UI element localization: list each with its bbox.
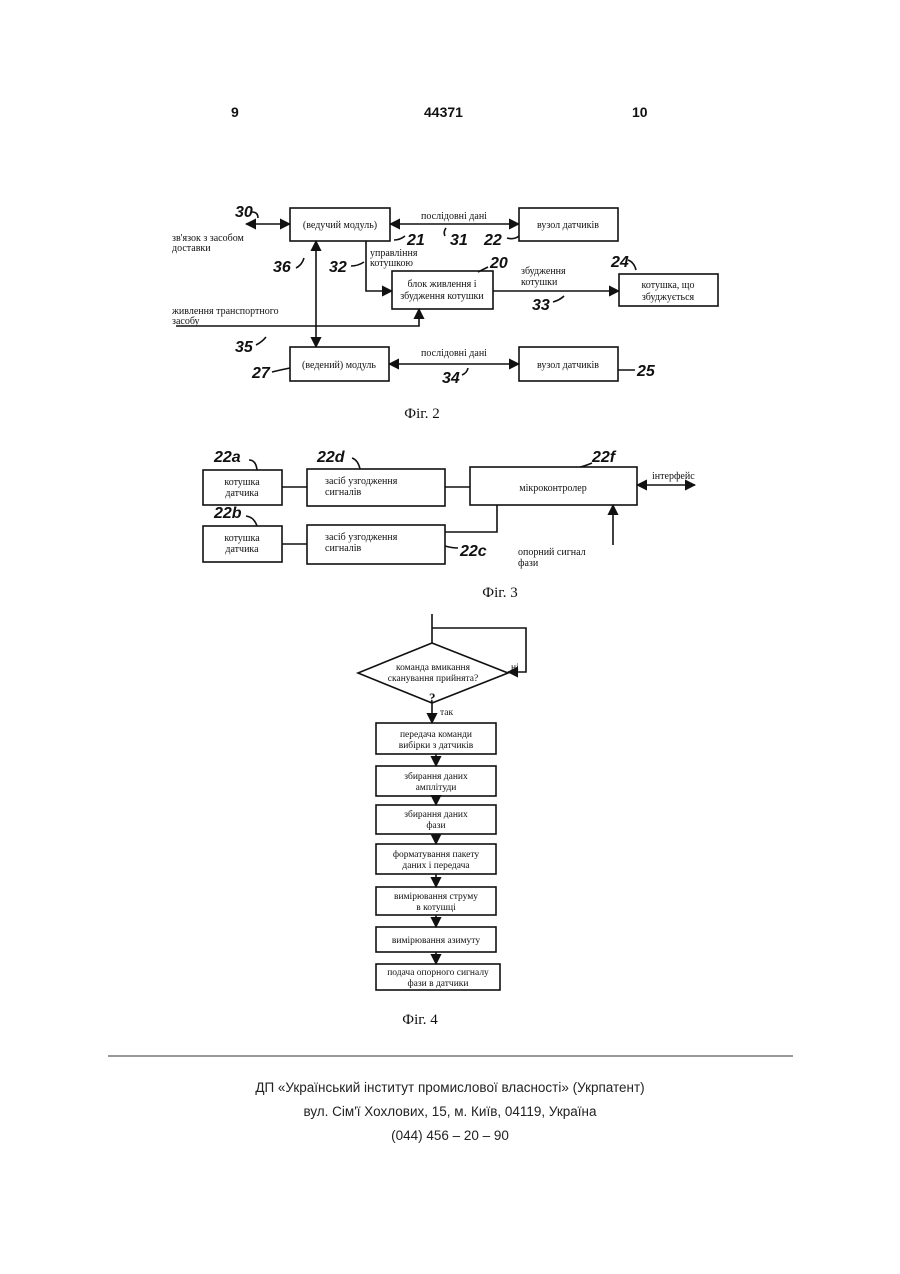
fig3-ref-22f: 22f	[591, 449, 617, 466]
fig2-ref-21: 21	[406, 232, 425, 249]
fig3-leader-22c	[445, 546, 458, 548]
fig2-leader-21	[394, 236, 405, 240]
fig2-coil-label-1: котушка, що	[641, 280, 694, 291]
fig4-step-7-label-1: подача опорного сигналу	[387, 968, 489, 978]
fig4-step-3-label-2: фази	[426, 820, 445, 831]
fig3-phase-ref-label-2: фази	[518, 558, 539, 569]
fig2-ref-24: 24	[610, 254, 629, 271]
fig2-leader-33	[553, 296, 564, 302]
fig3-conditioner-b-label-1: засіб узгодження	[325, 532, 398, 543]
fig2-excite-label-2: котушки	[521, 277, 558, 288]
fig2-ref-34: 34	[442, 370, 460, 387]
fig2-leader-32	[351, 262, 364, 266]
fig2-sensor-node-top-label: вузол датчиків	[537, 220, 599, 231]
fig3-coil-a-label-1: котушка	[224, 477, 260, 488]
fig2-leader-31	[444, 228, 446, 236]
fig2-leader-30	[252, 212, 258, 218]
fig2-coil-ctrl-label-2: котушкою	[370, 258, 414, 269]
fig4-step-7-label-2: фази в датчики	[408, 978, 469, 989]
fig2-slave-module-label: (ведений) модуль	[302, 360, 376, 371]
fig4-step-4-label-1: форматування пакету	[393, 849, 480, 860]
fig2-vehicle-label-2: засобу	[172, 316, 200, 327]
fig2-leader-36	[296, 258, 304, 268]
footer-address: вул. Сім'ї Хохлових, 15, м. Київ, 04119,…	[0, 1104, 900, 1119]
fig3-leader-22b	[246, 516, 257, 526]
fig4-decision-label-1: команда вмикання	[396, 663, 471, 673]
fig4-question-mark: ?	[429, 690, 436, 705]
fig2-ref-27: 27	[251, 365, 271, 382]
fig3-diagram	[203, 458, 695, 564]
fig3-ref-22b: 22b	[213, 505, 242, 522]
fig4-step-5-label-1: вимірювання струму	[394, 892, 478, 902]
fig2-ref-22: 22	[483, 232, 502, 249]
fig2-comm-label-2: доставки	[172, 243, 211, 254]
fig3-leader-22a	[249, 460, 257, 470]
fig2-ref-33: 33	[532, 297, 550, 314]
fig3-ref-22c: 22c	[459, 543, 487, 560]
fig2-coil-label-2: збуджується	[642, 292, 695, 303]
fig2-caption: Фіг. 2	[404, 406, 439, 422]
fig4-step-2-label-2: амплітуди	[416, 783, 457, 793]
fig3-coil-b-label-1: котушка	[224, 533, 260, 544]
fig3-interface-label: інтерфейс	[652, 471, 695, 482]
fig2-ref-25: 25	[636, 363, 656, 380]
fig2-leader-34	[462, 368, 468, 375]
fig2-ref-20: 20	[489, 255, 508, 272]
fig3-coil-b-label-2: датчика	[225, 544, 259, 555]
fig3-conditioner-a-label-2: сигналів	[325, 487, 362, 498]
footer-publisher: ДП «Український інститут промислової вла…	[0, 1080, 900, 1095]
fig2-lead-module-label: (ведучий модуль)	[303, 220, 377, 231]
fig2-power-block-label-1: блок живлення і	[407, 279, 476, 290]
fig3-coil-a-label-2: датчика	[225, 488, 259, 499]
fig2-leader-24	[628, 260, 636, 270]
fig3-conditioner-b-label-2: сигналів	[325, 543, 362, 554]
fig4-step-4-label-2: даних і передача	[402, 861, 470, 871]
fig4-caption: Фіг. 4	[402, 1012, 438, 1028]
fig3-leader-22d	[352, 458, 360, 469]
fig2-leader-27	[272, 368, 290, 372]
fig2-power-block-label-2: збудження котушки	[400, 291, 484, 302]
fig3-ref-22d: 22d	[316, 449, 346, 466]
fig2-sensor-node-bottom-label: вузол датчиків	[537, 360, 599, 371]
fig3-mcu-label: мікроконтролер	[519, 483, 586, 494]
fig4-step-3-label-1: збирання даних	[404, 809, 468, 820]
fig2-ref-36: 36	[273, 259, 291, 276]
fig4-step-1-label-1: передача команди	[400, 730, 472, 740]
fig2-serial-top-label: послідовні дані	[421, 211, 487, 222]
fig2-ref-31: 31	[450, 232, 468, 249]
footer-phone: (044) 456 – 20 – 90	[0, 1128, 900, 1143]
fig2-leader-35	[256, 337, 266, 345]
fig3-ref-22a: 22a	[213, 449, 241, 466]
fig4-decision-label-2: сканування прийнята?	[388, 673, 478, 684]
fig3-phase-ref-label-1: опорний сигнал	[518, 547, 586, 558]
fig4-step-6-label: вимірювання азимуту	[392, 936, 480, 946]
fig3-wire-cond-b	[445, 505, 497, 532]
fig2-ref-30: 30	[235, 204, 253, 221]
fig2-leader-22	[507, 236, 519, 239]
fig3-caption: Фіг. 3	[482, 585, 517, 601]
fig2-ref-32: 32	[329, 259, 347, 276]
fig2-excite-label-1: збудження	[521, 266, 566, 277]
fig4-step-1-label-2: вибірки з датчиків	[399, 740, 474, 751]
fig4-step-2-label-1: збирання даних	[404, 771, 468, 782]
fig2-power-block-box	[392, 271, 493, 309]
fig3-conditioner-a-label-1: засіб узгодження	[325, 476, 398, 487]
fig4-no-label: ні	[511, 663, 519, 673]
fig4-yes-label: так	[440, 708, 453, 718]
fig4-step-5-label-2: в котушці	[416, 903, 456, 913]
fig2-serial-bottom-label: послідовні дані	[421, 348, 487, 359]
fig2-ref-35: 35	[235, 339, 254, 356]
